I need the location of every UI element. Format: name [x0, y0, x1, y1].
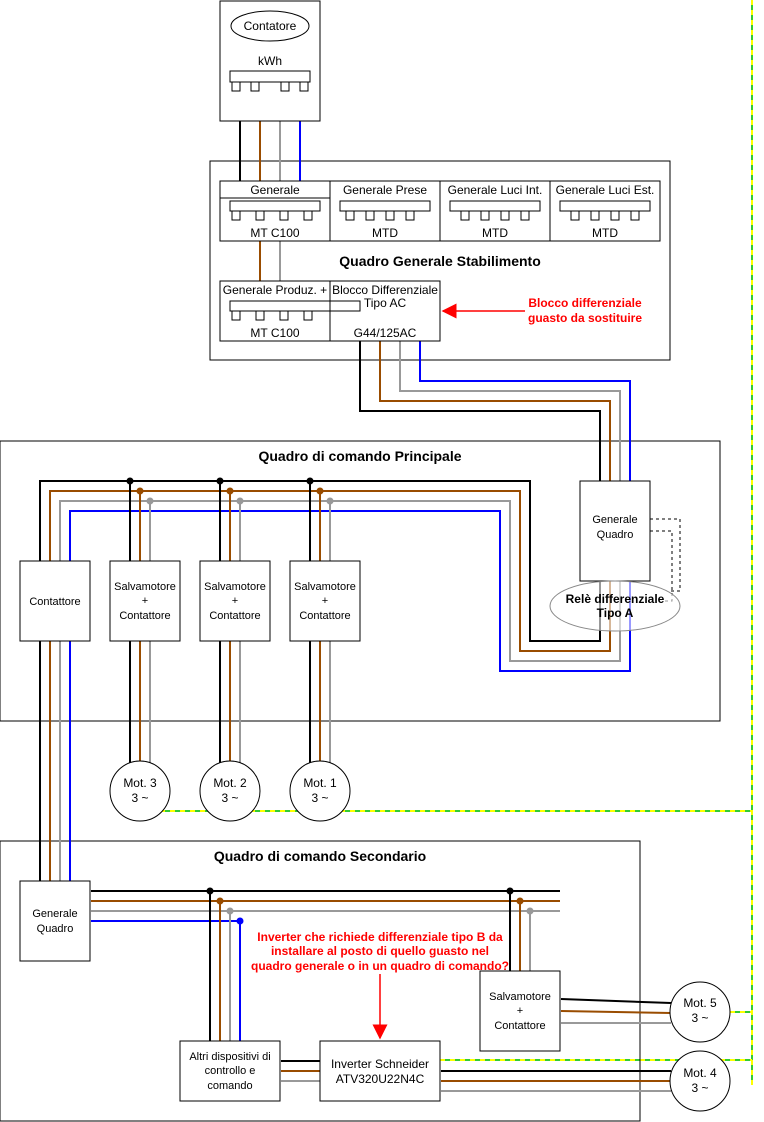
- svg-text:3 ~: 3 ~: [691, 1081, 708, 1095]
- contattore-box: Contattore: [19, 560, 91, 642]
- salvamotore-box-3: Salvamotore + Contattore: [289, 560, 361, 642]
- svg-text:Mot. 3: Mot. 3: [123, 776, 157, 790]
- salvamotore-box-secondario: Salvamotore + Contattore: [479, 970, 561, 1052]
- svg-text:Tipo AC: Tipo AC: [364, 296, 407, 310]
- meter-feed-wires: [239, 121, 301, 281]
- svg-text:+: +: [232, 595, 238, 607]
- svg-text:Mot. 5: Mot. 5: [683, 996, 717, 1010]
- svg-text:Contattore: Contattore: [29, 596, 80, 608]
- motor-1: Mot. 1 3 ~: [289, 760, 351, 822]
- svg-text:Relè differenziale: Relè differenziale: [566, 592, 665, 606]
- svg-text:Generale: Generale: [592, 514, 637, 526]
- svg-text:3 ~: 3 ~: [221, 791, 238, 805]
- salvamotore-box-2: Salvamotore + Contattore: [199, 560, 271, 642]
- junction-dots: [126, 477, 334, 505]
- salvamotore-to-mot5-wires: [560, 998, 672, 1024]
- blocco-differenziale: Blocco Differenziale Tipo AC G44/125AC: [329, 280, 441, 342]
- feed-to-secondario: [39, 641, 71, 881]
- svg-text:Generale Prese: Generale Prese: [343, 183, 427, 197]
- svg-text:Blocco Differenziale: Blocco Differenziale: [332, 283, 438, 297]
- salvamotore-drops: [129, 481, 331, 561]
- quadro-secondario-title: Quadro di comando Secondario: [214, 848, 426, 864]
- breaker-generale-prese: Generale Prese MTD: [329, 180, 441, 242]
- svg-text:Generale Luci Int.: Generale Luci Int.: [448, 183, 543, 197]
- svg-text:Tipo A: Tipo A: [597, 606, 634, 620]
- svg-text:installare al posto di quello: installare al posto di quello guasto nel: [271, 944, 489, 958]
- svg-text:Generale: Generale: [250, 183, 300, 197]
- svg-text:Altri dispositivi di: Altri dispositivi di: [189, 1051, 270, 1063]
- inverter-to-mot4-wires: [441, 1070, 671, 1092]
- svg-text:comando: comando: [207, 1080, 252, 1092]
- annotation-blocco-line1: Blocco differenziale: [528, 296, 642, 310]
- altri-dispositivi-box: Altri dispositivi di controllo e comando: [179, 1040, 281, 1102]
- secondario-bus: [91, 890, 560, 1041]
- svg-text:+: +: [517, 1005, 523, 1017]
- svg-text:Mot. 4: Mot. 4: [683, 1066, 717, 1080]
- svg-text:MTD: MTD: [482, 226, 508, 240]
- svg-text:Salvamotore: Salvamotore: [114, 581, 176, 593]
- principale-bus: [39, 480, 631, 672]
- svg-text:Contattore: Contattore: [209, 610, 260, 622]
- svg-text:Mot. 1: Mot. 1: [303, 776, 337, 790]
- meter: Contatore kWh: [219, 0, 321, 122]
- motor-3: Mot. 3 3 ~: [109, 760, 171, 822]
- svg-text:Contattore: Contattore: [494, 1020, 545, 1032]
- svg-text:Mot. 2: Mot. 2: [213, 776, 247, 790]
- svg-text:Generale Produz. +: Generale Produz. +: [223, 283, 327, 297]
- svg-text:MTD: MTD: [592, 226, 618, 240]
- svg-text:3 ~: 3 ~: [131, 791, 148, 805]
- svg-text:MT C100: MT C100: [250, 226, 299, 240]
- svg-text:Salvamotore: Salvamotore: [294, 581, 356, 593]
- inverter-box: Inverter Schneider ATV320U22N4C: [319, 1040, 441, 1102]
- quadro-generale-frame: [209, 160, 671, 361]
- svg-text:controllo e: controllo e: [205, 1065, 256, 1077]
- quadro-generale-title: Quadro Generale Stabilimento: [339, 253, 541, 269]
- motor-5: Mot. 5 3 ~: [669, 981, 731, 1043]
- altri-to-inverter-wires: [281, 1060, 320, 1082]
- svg-text:G44/125AC: G44/125AC: [354, 326, 417, 340]
- breaker-generale-luci-int: Generale Luci Int. MTD: [439, 180, 551, 242]
- breaker-generale-produz: Generale Produz. + MT C100: [219, 280, 361, 342]
- breaker-generale: Generale MT C100: [219, 180, 331, 242]
- svg-text:Salvamotore: Salvamotore: [204, 581, 266, 593]
- svg-text:Contattore: Contattore: [299, 610, 350, 622]
- meter-label: Contatore: [244, 19, 297, 33]
- svg-text:MTD: MTD: [372, 226, 398, 240]
- generale-quadro-secondario: Generale Quadro: [19, 880, 91, 962]
- svg-text:Quadro: Quadro: [37, 923, 74, 935]
- svg-text:Quadro: Quadro: [597, 529, 634, 541]
- svg-text:3 ~: 3 ~: [311, 791, 328, 805]
- svg-text:ATV320U22N4C: ATV320U22N4C: [336, 1072, 425, 1086]
- svg-text:Inverter Schneider: Inverter Schneider: [331, 1057, 429, 1071]
- annotation-inverter: Inverter che richiede differenziale tipo…: [251, 930, 509, 973]
- svg-text:Generale: Generale: [32, 908, 77, 920]
- svg-text:+: +: [322, 595, 328, 607]
- generale-quadro-principale: Generale Quadro: [579, 480, 651, 582]
- quadro-secondario-frame: [0, 840, 641, 1122]
- svg-text:MT C100: MT C100: [250, 326, 299, 340]
- feed-to-principale: [359, 341, 631, 481]
- breaker-generale-luci-est: Generale Luci Est. MTD: [549, 180, 661, 242]
- svg-text:quadro generale o in un quadro: quadro generale o in un quadro di comand…: [251, 959, 509, 973]
- svg-text:3 ~: 3 ~: [691, 1011, 708, 1025]
- svg-text:+: +: [142, 595, 148, 607]
- secondario-junction-dots: [206, 887, 534, 925]
- salvamotore-box-1: Salvamotore + Contattore: [109, 560, 181, 642]
- annotation-blocco-line2: guasto da sostituire: [528, 311, 642, 325]
- svg-text:Inverter che richiede differen: Inverter che richiede differenziale tipo…: [257, 930, 503, 944]
- quadro-principale-title: Quadro di comando Principale: [258, 448, 461, 464]
- quadro-principale-frame: [0, 440, 721, 722]
- motor-2: Mot. 2 3 ~: [199, 760, 261, 822]
- svg-text:Contattore: Contattore: [119, 610, 170, 622]
- svg-text:Salvamotore: Salvamotore: [489, 991, 551, 1003]
- rele-differenziale: Relè differenziale Tipo A: [549, 580, 681, 632]
- svg-text:Generale Luci Est.: Generale Luci Est.: [556, 183, 655, 197]
- meter-unit: kWh: [258, 54, 282, 68]
- earth-line: [160, 0, 753, 1085]
- motor-4: Mot. 4 3 ~: [669, 1050, 731, 1112]
- motor-feed-wires: [129, 641, 331, 771]
